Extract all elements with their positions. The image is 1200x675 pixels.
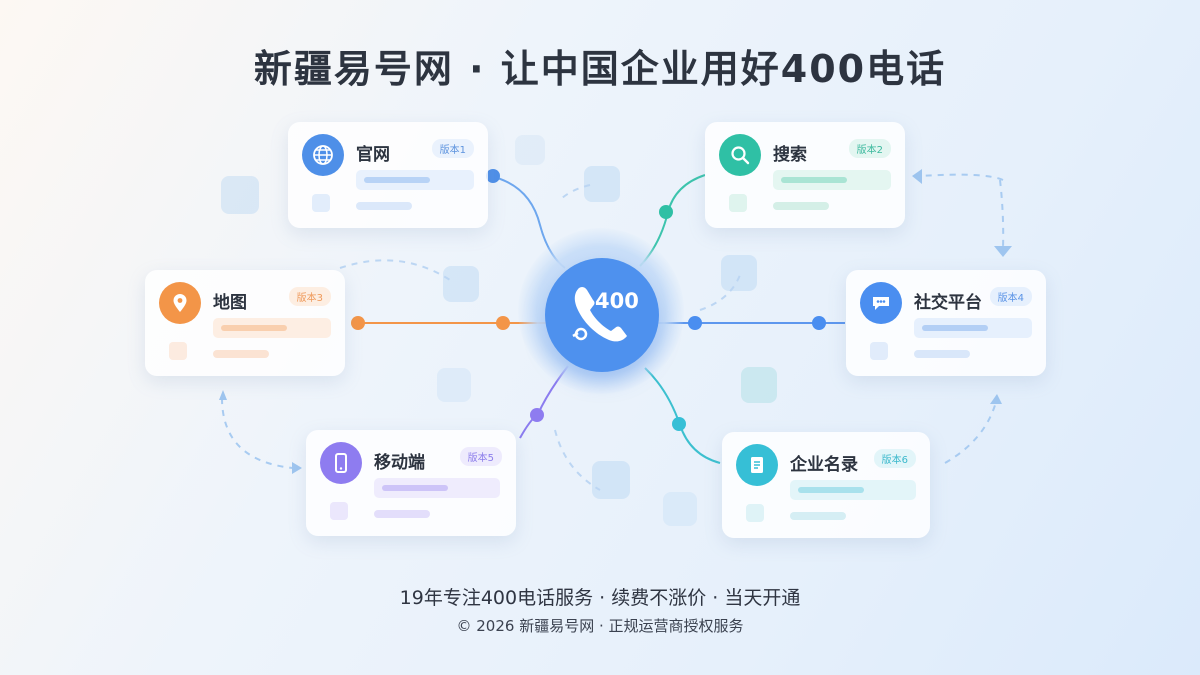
node-badge: 版本3 bbox=[288, 287, 331, 306]
node-name: 搜索 bbox=[773, 145, 807, 165]
placeholder-bar bbox=[356, 202, 412, 210]
node-card-directory[interactable]: 企业名录 版本6 bbox=[722, 432, 930, 538]
node-card-social[interactable]: 社交平台 版本4 bbox=[846, 270, 1046, 376]
deco-square bbox=[437, 368, 471, 402]
placeholder-square bbox=[312, 194, 330, 212]
node-name: 地图 bbox=[213, 293, 247, 313]
mobile-icon bbox=[320, 442, 362, 484]
placeholder-bar bbox=[374, 510, 430, 518]
placeholder-bar bbox=[374, 478, 500, 498]
placeholder-bar bbox=[914, 318, 1032, 338]
hub-label: 400 bbox=[595, 289, 639, 313]
deco-square bbox=[584, 166, 620, 202]
deco-square bbox=[592, 461, 630, 499]
node-name: 社交平台 bbox=[914, 293, 982, 313]
deco-square bbox=[221, 176, 259, 214]
deco-square bbox=[515, 135, 545, 165]
placeholder-bar bbox=[914, 350, 970, 358]
deco-square bbox=[443, 266, 479, 302]
placeholder-bar bbox=[773, 170, 891, 190]
footer-tagline: 19年专注400电话服务 · 续费不涨价 · 当天开通 bbox=[399, 587, 801, 609]
node-name: 企业名录 bbox=[790, 455, 858, 475]
placeholder-bar bbox=[213, 318, 331, 338]
placeholder-bar bbox=[790, 480, 916, 500]
hub-400: 400 bbox=[545, 258, 659, 372]
deco-square bbox=[721, 255, 757, 291]
placeholder-bar bbox=[773, 202, 829, 210]
map-pin-icon bbox=[159, 282, 201, 324]
footer-copyright: © 2026 新疆易号网 · 正规运营商授权服务 bbox=[456, 617, 744, 635]
placeholder-square bbox=[169, 342, 187, 360]
node-card-website[interactable]: 官网 版本1 bbox=[288, 122, 488, 228]
deco-square bbox=[741, 367, 777, 403]
node-badge: 版本6 bbox=[873, 449, 916, 468]
search-icon bbox=[719, 134, 761, 176]
placeholder-bar bbox=[790, 512, 846, 520]
node-badge: 版本4 bbox=[989, 287, 1032, 306]
document-icon bbox=[736, 444, 778, 486]
node-card-search[interactable]: 搜索 版本2 bbox=[705, 122, 905, 228]
node-card-mobile[interactable]: 移动端 版本5 bbox=[306, 430, 516, 536]
node-name: 移动端 bbox=[374, 453, 425, 473]
placeholder-square bbox=[729, 194, 747, 212]
phone-icon bbox=[572, 286, 627, 342]
node-badge: 版本2 bbox=[848, 139, 891, 158]
placeholder-square bbox=[870, 342, 888, 360]
node-badge: 版本5 bbox=[459, 447, 502, 466]
node-name: 官网 bbox=[356, 145, 390, 165]
page-title: 新疆易号网 · 让中国企业用好400电话 bbox=[253, 47, 947, 91]
deco-square bbox=[663, 492, 697, 526]
placeholder-square bbox=[330, 502, 348, 520]
globe-icon bbox=[302, 134, 344, 176]
placeholder-bar bbox=[213, 350, 269, 358]
chat-icon bbox=[860, 282, 902, 324]
placeholder-square bbox=[746, 504, 764, 522]
node-badge: 版本1 bbox=[431, 139, 474, 158]
placeholder-bar bbox=[356, 170, 474, 190]
node-card-map[interactable]: 地图 版本3 bbox=[145, 270, 345, 376]
